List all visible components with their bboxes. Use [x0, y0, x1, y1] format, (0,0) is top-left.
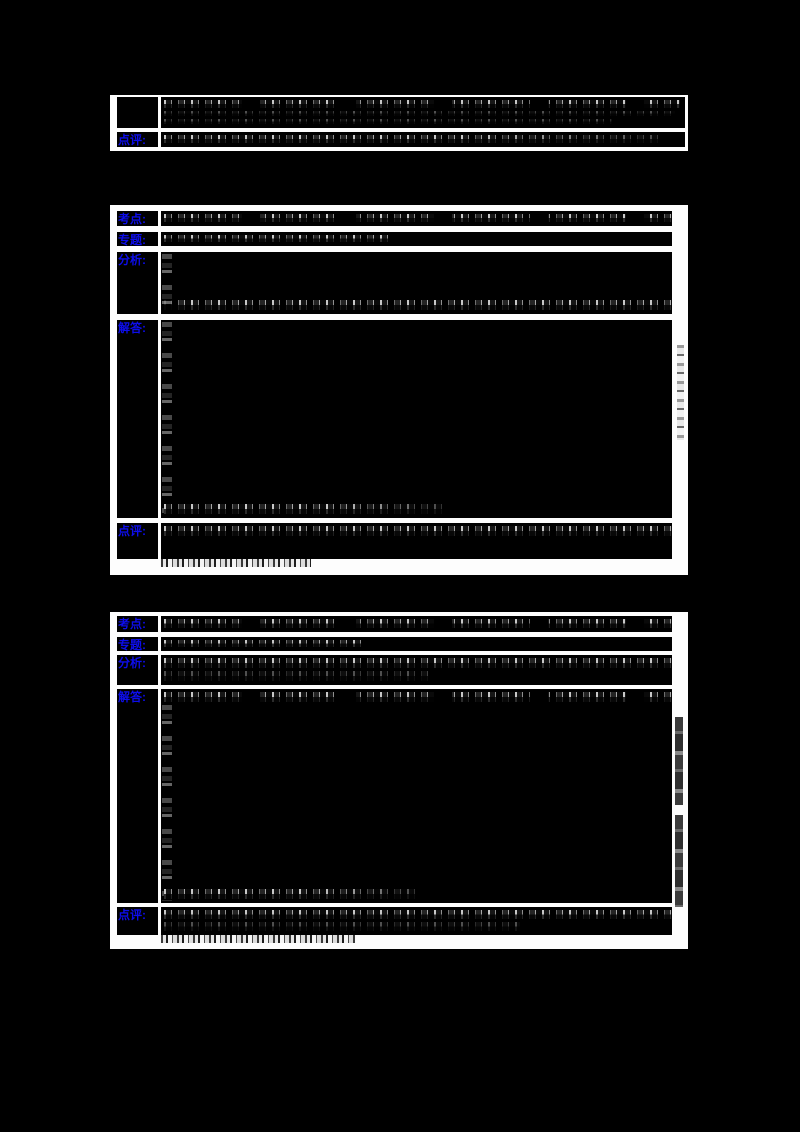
answer-block-bottom: 考点: 专题: 分析: 解答: 点评: — [110, 612, 688, 949]
redacted-text-line-on-white — [161, 559, 311, 567]
vertical-scrollbar[interactable] — [675, 815, 683, 907]
solution-continuation-row — [117, 97, 685, 128]
testpoint-text — [161, 616, 672, 632]
redacted-text-line — [164, 100, 680, 108]
analysis-label: 分析: — [117, 655, 158, 685]
topic-label: 专题: — [117, 232, 158, 246]
analysis-label: 分析: — [117, 252, 158, 314]
solution-text — [161, 320, 672, 518]
redacted-text-line — [164, 526, 672, 536]
topic-text — [161, 637, 672, 651]
topic-text — [161, 232, 672, 246]
comment-row: 点评: — [117, 523, 672, 559]
topic-row: 专题: — [117, 232, 672, 246]
comment-label: 点评: — [117, 907, 158, 935]
solution-label: 解答: — [117, 689, 158, 903]
solution-label: 解答: — [117, 320, 158, 518]
solution-continuation-text — [161, 97, 685, 128]
comment-text — [161, 907, 672, 935]
comment-row: 点评: — [117, 907, 672, 935]
redacted-text-line — [164, 504, 444, 514]
testpoint-row: 考点: — [117, 616, 672, 632]
faint-line-start-glyphs — [162, 705, 172, 901]
solution-row: 解答: — [117, 320, 672, 518]
redacted-text-line — [164, 658, 672, 668]
comment-label: 点评: — [117, 523, 158, 559]
redacted-text-line — [164, 889, 418, 899]
solution-row: 解答: — [117, 689, 672, 903]
redacted-text-line — [164, 214, 672, 222]
solution-text — [161, 689, 672, 903]
faint-line-start-glyphs — [162, 322, 172, 516]
redacted-text-line — [164, 235, 393, 242]
answer-block-tail: 点评: — [110, 95, 688, 151]
comment-text — [161, 132, 685, 147]
topic-row: 专题: — [117, 637, 672, 651]
redacted-text-line — [164, 910, 672, 919]
redacted-text-line — [164, 118, 613, 124]
testpoint-label: 考点: — [117, 211, 158, 226]
redacted-text-line — [164, 135, 665, 143]
faint-line-start-glyphs — [162, 254, 172, 312]
redacted-text-line — [164, 110, 675, 116]
redacted-text-line — [164, 922, 520, 931]
answer-block-middle: 考点: 专题: 分析: 解答: 点评: — [110, 205, 688, 575]
testpoint-text — [161, 211, 672, 226]
redacted-text-line — [164, 619, 672, 628]
vertical-scrollbar[interactable] — [675, 717, 683, 805]
topic-label: 专题: — [117, 637, 158, 651]
testpoint-row: 考点: — [117, 211, 672, 226]
redacted-text-line — [164, 671, 429, 681]
analysis-text — [161, 252, 672, 314]
comment-label: 点评: — [117, 132, 158, 147]
faint-edge-text-marks — [677, 345, 684, 440]
empty-label-cell — [117, 97, 158, 128]
redacted-text-line — [164, 300, 672, 310]
analysis-row: 分析: — [117, 252, 672, 314]
testpoint-label: 考点: — [117, 616, 158, 632]
redacted-text-line — [164, 692, 672, 702]
redacted-text-line-on-white — [161, 935, 356, 943]
comment-row: 点评: — [117, 132, 685, 147]
redacted-text-line — [164, 640, 368, 647]
analysis-text — [161, 655, 672, 685]
analysis-row: 分析: — [117, 655, 672, 685]
comment-text — [161, 523, 672, 559]
